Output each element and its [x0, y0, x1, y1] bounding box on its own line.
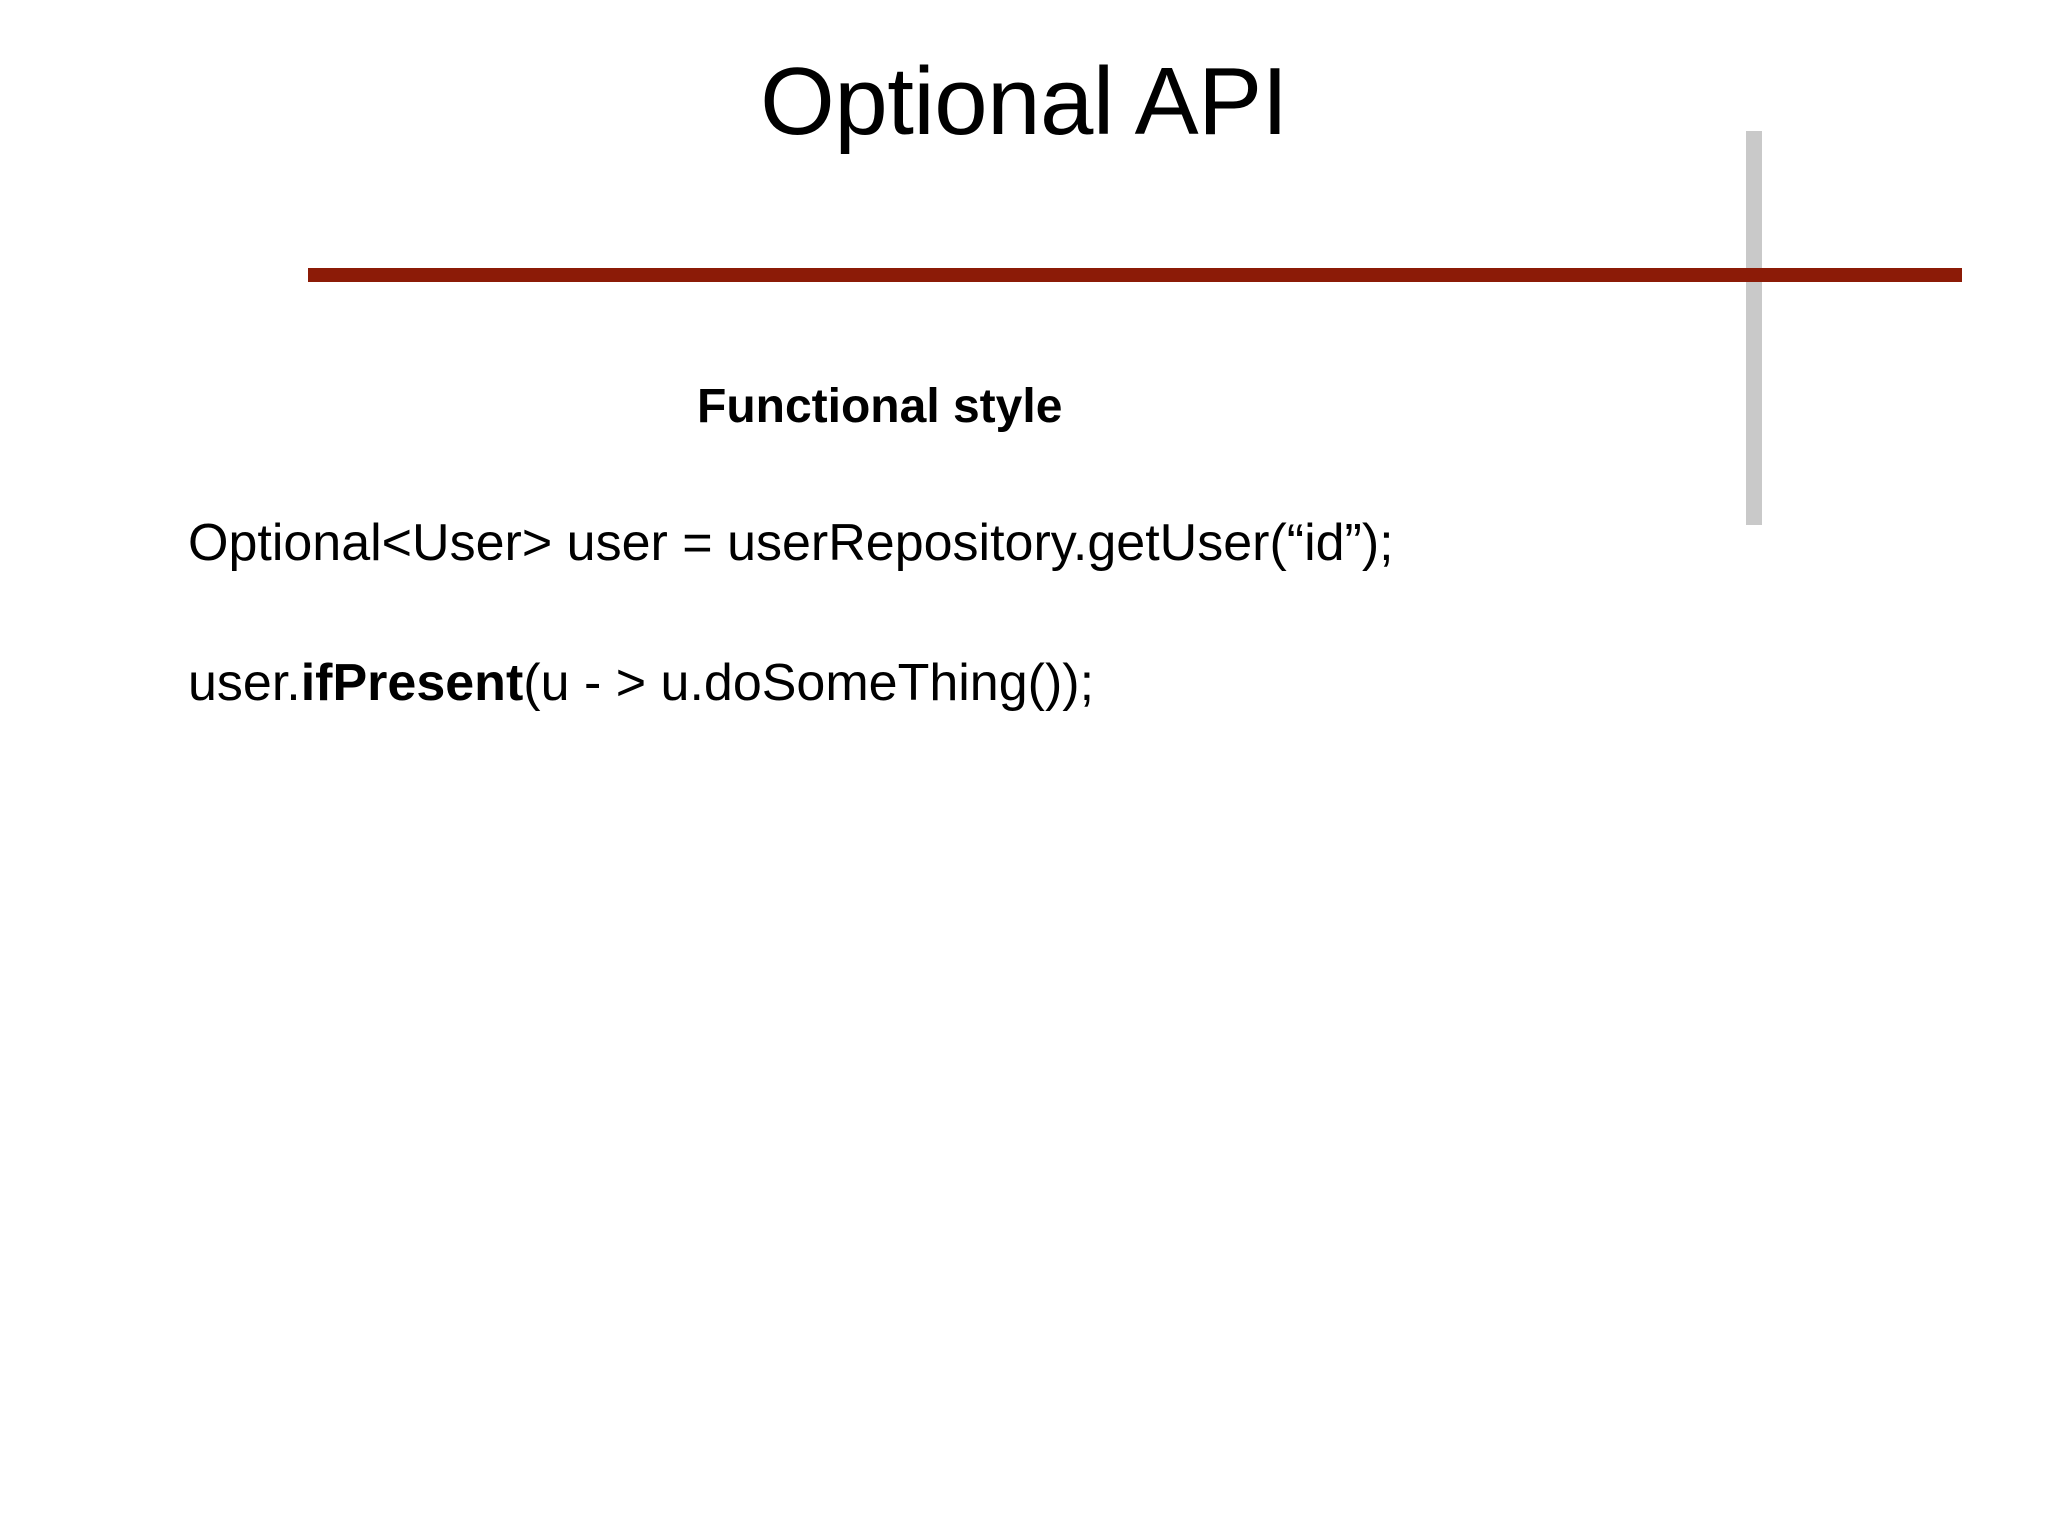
vertical-accent-bar [1746, 131, 1762, 525]
code-line-declaration: Optional<User> user = userRepository.get… [188, 514, 1394, 572]
title-divider-rule [308, 268, 1962, 282]
code-segment-arguments: (u - > u.doSomeThing()); [523, 654, 1095, 712]
page-title: Optional API [760, 48, 1288, 155]
code-segment-method-name: ifPresent [300, 654, 524, 712]
code-segment-receiver: user. [188, 654, 301, 712]
section-heading-functional-style: Functional style [697, 380, 1063, 433]
code-line-if-present: user.ifPresent(u - > u.doSomeThing()); [188, 652, 1094, 714]
